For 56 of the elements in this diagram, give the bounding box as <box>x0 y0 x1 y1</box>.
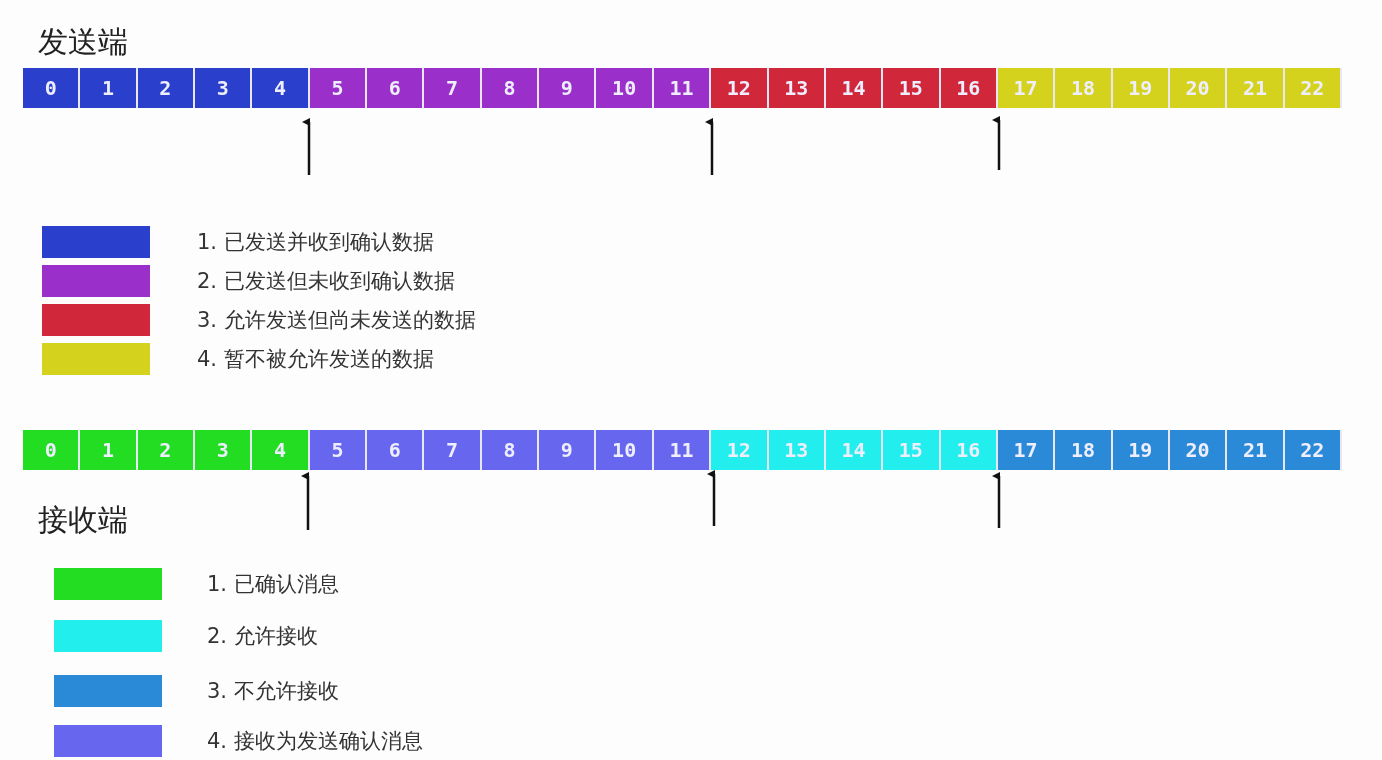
section-heading: 接收端 <box>38 501 128 539</box>
window-cell: 16 <box>940 68 998 108</box>
window-cell: 5 <box>309 430 368 470</box>
window-cell: 15 <box>883 430 941 470</box>
window-cell: 7 <box>424 430 482 470</box>
window-cell: 13 <box>768 430 826 470</box>
window-cell: 13 <box>768 68 826 108</box>
legend-text: 4. 暂不被允许发送的数据 <box>197 346 434 373</box>
window-cell: 15 <box>883 68 941 108</box>
window-cell: 10 <box>596 430 654 470</box>
window-cell: 4 <box>252 68 310 108</box>
window-cell: 21 <box>1227 68 1285 108</box>
legend-text: 1. 已发送并收到确认数据 <box>197 229 434 256</box>
window-cell: 18 <box>1055 430 1113 470</box>
window-cell: 9 <box>539 430 597 470</box>
window-cell: 12 <box>711 430 769 470</box>
window-cell: 20 <box>1169 430 1228 470</box>
window-cell: 19 <box>1112 68 1170 108</box>
window-cell: 8 <box>481 430 540 470</box>
legend-text: 2. 允许接收 <box>207 623 318 650</box>
window-cell: 18 <box>1055 68 1113 108</box>
window-cell: 21 <box>1227 430 1285 470</box>
window-cell: 5 <box>309 68 368 108</box>
window-cell: 2 <box>137 68 196 108</box>
window-cell: 1 <box>80 68 138 108</box>
window-cell: 22 <box>1284 430 1342 470</box>
window-cell: 12 <box>711 68 769 108</box>
window-cell: 0 <box>23 68 81 108</box>
window-cell: 3 <box>195 430 253 470</box>
window-cell: 9 <box>539 68 597 108</box>
legend-text: 4. 接收为发送确认消息 <box>207 728 423 755</box>
window-cell: 6 <box>367 68 425 108</box>
window-cell: 14 <box>825 68 884 108</box>
window-cell: 7 <box>424 68 482 108</box>
window-cell: 1 <box>80 430 138 470</box>
window-cell: 3 <box>195 68 253 108</box>
window-cell: 10 <box>596 68 654 108</box>
window-cell: 19 <box>1112 430 1170 470</box>
section-heading: 发送端 <box>38 23 128 61</box>
window-cell: 8 <box>481 68 540 108</box>
legend-text: 3. 不允许接收 <box>207 678 339 705</box>
window-cell: 2 <box>137 430 196 470</box>
window-cell: 11 <box>653 68 712 108</box>
legend-text: 1. 已确认消息 <box>207 571 339 598</box>
window-cell: 4 <box>252 430 310 470</box>
window-cell: 11 <box>653 430 712 470</box>
window-cell: 20 <box>1169 68 1228 108</box>
window-cell: 17 <box>997 430 1056 470</box>
window-cell: 0 <box>23 430 81 470</box>
legend-text: 2. 已发送但未收到确认数据 <box>197 268 455 295</box>
window-cell: 17 <box>997 68 1056 108</box>
window-cell: 14 <box>825 430 884 470</box>
window-cell: 6 <box>367 430 425 470</box>
window-cell: 22 <box>1284 68 1342 108</box>
legend-text: 3. 允许发送但尚未发送的数据 <box>197 307 476 334</box>
window-cell: 16 <box>940 430 998 470</box>
